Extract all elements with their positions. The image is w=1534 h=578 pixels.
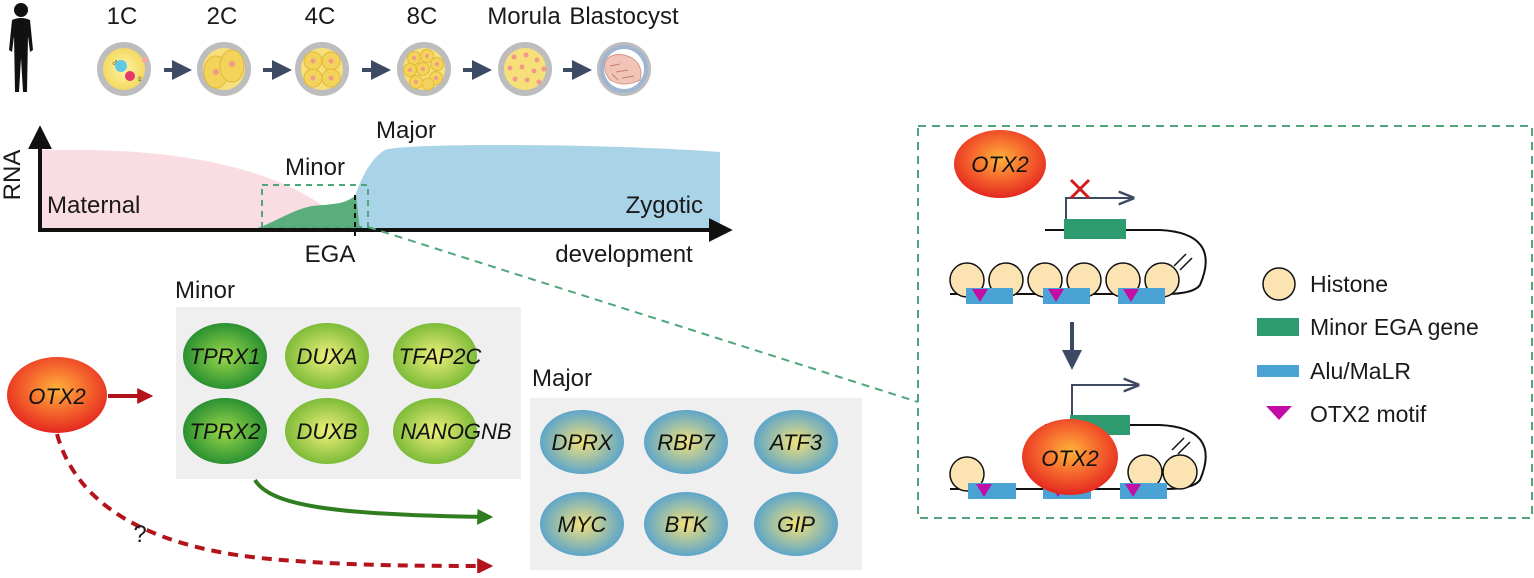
svg-text:OTX2: OTX2 (1041, 446, 1098, 471)
svg-text:Alu/MaLR: Alu/MaLR (1310, 358, 1411, 384)
minor-ega-window (261, 184, 369, 228)
minor-ega-gene-box (1064, 219, 1126, 239)
unknown-link-label: ? (133, 521, 146, 548)
svg-text:Minor EGA gene: Minor EGA gene (1310, 314, 1479, 340)
minor-ega-area (250, 195, 360, 230)
maternal-label: Maternal (47, 192, 140, 219)
minor-gene-group: Minor TPRX1 DUXA TFAP2C TPRX2 DUXB NANOG… (175, 277, 521, 479)
major-gene-group: Major DPRX RBP7 ATF3 MYC BTK GIP (530, 365, 862, 570)
svg-text:BTK: BTK (665, 512, 709, 537)
svg-text:♂: ♂ (111, 58, 119, 69)
gene-node: TPRX2 (183, 398, 267, 464)
legend-item: Alu/MaLR (1257, 358, 1411, 384)
alu-malr-icon (1257, 365, 1299, 377)
gene-node: DUXA (285, 323, 369, 389)
legend-item: OTX2 motif (1266, 401, 1427, 427)
embryo-morula-icon (498, 42, 552, 96)
y-axis-label: RNA (0, 150, 26, 201)
major-group-title: Major (532, 365, 592, 392)
minor-group-title: Minor (175, 277, 235, 304)
x-axis-label: development (555, 241, 693, 268)
ega-label: EGA (305, 241, 356, 268)
embryo-blastocyst-icon (597, 42, 651, 96)
otx2-node: OTX2 (7, 357, 107, 433)
svg-text:NANOGNB: NANOGNB (400, 419, 511, 444)
otx2-node: OTX2 (954, 130, 1046, 198)
stage-label: Blastocyst (569, 3, 679, 30)
minor-ega-gene-icon (1257, 318, 1299, 336)
rna-expression-plot: RNA development Maternal Zygotic Minor M… (0, 117, 733, 268)
zoom-connector-line (367, 226, 919, 403)
histone-icon (1262, 267, 1296, 301)
svg-text:OTX2 motif: OTX2 motif (1310, 401, 1427, 427)
otx2-node: OTX2 (1022, 419, 1118, 495)
svg-text:TFAP2C: TFAP2C (399, 344, 482, 369)
legend: Histone Minor EGA gene Alu/MaLR OTX2 mot… (1257, 267, 1479, 427)
gene-node: BTK (644, 492, 728, 556)
svg-text:♀: ♀ (136, 74, 144, 85)
embryo-stage-row: 1C 2C 4C 8C Morula Blastocyst ♂ ♀ (97, 3, 679, 96)
blocked-transcription-icon (1069, 178, 1091, 200)
human-icon (9, 3, 33, 92)
major-label: Major (376, 117, 436, 144)
embryo-2c-icon (197, 42, 251, 96)
tss-arrow (1071, 385, 1138, 416)
embryo-8c-icon (397, 42, 451, 96)
zygotic-area (340, 144, 720, 230)
svg-text:MYC: MYC (558, 512, 607, 537)
zygotic-label: Zygotic (626, 192, 703, 219)
stage-label: 2C (207, 3, 238, 30)
svg-text:OTX2: OTX2 (28, 384, 85, 409)
otx2-to-major-dashed-arrow (55, 433, 494, 574)
gene-node: MYC (540, 492, 624, 556)
svg-text:DUXA: DUXA (296, 344, 357, 369)
minor-to-major-arrow (253, 478, 494, 525)
otx2-motifs (972, 289, 1139, 302)
svg-text:Histone: Histone (1310, 271, 1388, 297)
gene-node: RBP7 (644, 410, 728, 474)
embryo-1c-icon: ♂ ♀ (97, 42, 151, 96)
svg-text:DPRX: DPRX (551, 430, 613, 455)
gene-node: NANOGNB (393, 398, 512, 464)
stage-label: 4C (305, 3, 336, 30)
svg-text:TPRX1: TPRX1 (190, 344, 261, 369)
tss-arrow (1065, 198, 1133, 220)
mechanism-panel: OTX2 (917, 125, 1533, 519)
stage-label: 1C (107, 3, 138, 30)
gene-node: GIP (754, 492, 838, 556)
gene-node: TFAP2C (393, 323, 481, 389)
stage-label: 8C (407, 3, 438, 30)
svg-text:GIP: GIP (777, 512, 815, 537)
gene-node: ATF3 (754, 410, 838, 474)
svg-text:TPRX2: TPRX2 (190, 419, 261, 444)
legend-item: Histone (1262, 267, 1388, 301)
maternal-area (40, 150, 356, 230)
stage-label: Morula (487, 3, 561, 30)
histone-array (949, 454, 1198, 492)
activated-locus: OTX2 (949, 385, 1207, 499)
otx2-motif-icon (1266, 406, 1292, 420)
repressed-locus (949, 178, 1207, 304)
svg-text:DUXB: DUXB (296, 419, 357, 444)
svg-text:RBP7: RBP7 (657, 430, 715, 455)
legend-item: Minor EGA gene (1257, 314, 1479, 340)
minor-label: Minor (285, 154, 345, 181)
gene-node: DPRX (540, 410, 624, 474)
gene-node: TPRX1 (183, 323, 267, 389)
svg-text:ATF3: ATF3 (768, 430, 823, 455)
gene-node: DUXB (285, 398, 369, 464)
embryo-4c-icon (295, 42, 349, 96)
svg-text:OTX2: OTX2 (971, 152, 1028, 177)
